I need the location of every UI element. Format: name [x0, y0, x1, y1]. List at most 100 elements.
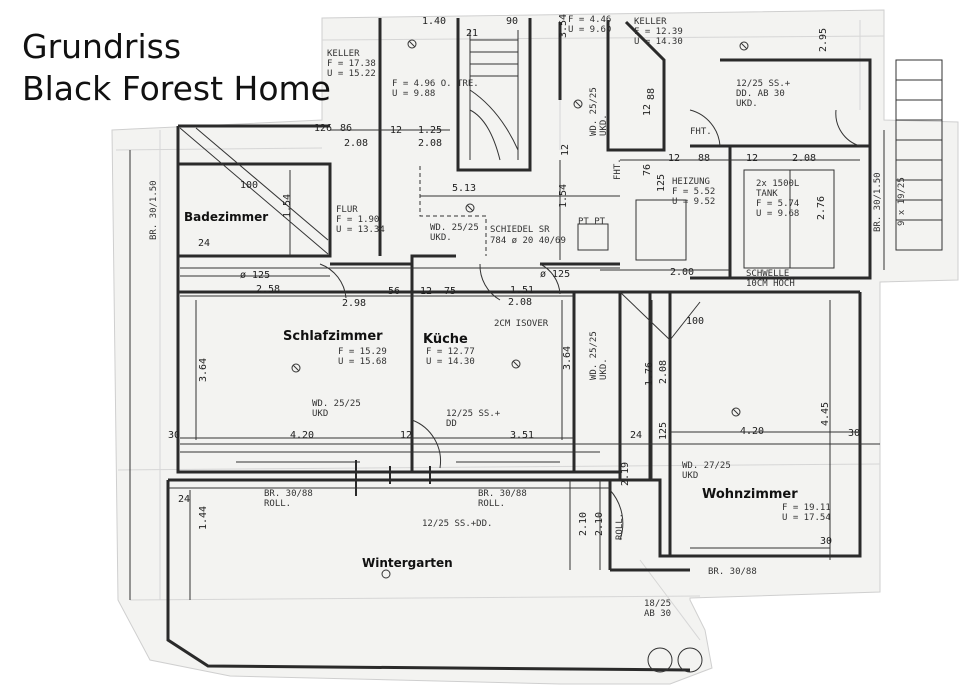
note-line: 12/25 SS.+ [446, 409, 501, 419]
dim-label: 2.08 [792, 153, 817, 164]
dim-label: 100 [686, 316, 705, 327]
note-heizung: HEIZUNG F = 5.52 U = 9.52 [672, 177, 716, 208]
note-line: UKD [682, 470, 699, 481]
dim-label: 2.10 [578, 511, 589, 536]
note-br-roll-1: BR. 30/88 ROLL. [264, 489, 313, 510]
dim-label: 24 [178, 494, 191, 505]
note-schiedel: SCHIEDEL SR [490, 225, 550, 235]
note-tank: 2x 1500L TANK F = 5.74 U = 9.68 [756, 179, 800, 220]
note-stair-vertical: 9 x 19/25 [897, 177, 907, 226]
dim-label: 126 [314, 123, 333, 134]
dim-label: 4.20 [740, 426, 765, 437]
note-line: KELLER [634, 17, 667, 27]
dim-label: 2.00 [670, 267, 695, 278]
title-line-2: Black Forest Home [22, 69, 331, 108]
note-ab30: 18/25 AB 30 [644, 599, 672, 620]
note-line: UKD. [598, 114, 609, 136]
note-line: BR. 30/88 [478, 489, 527, 499]
note-line: F = 12.77 [426, 347, 475, 357]
note-schiedel-dims: 784 ø 20 40/69 [490, 236, 566, 246]
title-line-1: Grundriss [22, 27, 182, 66]
dim-label: 100 [240, 180, 259, 191]
note-line: F = 17.38 [327, 58, 376, 69]
note-fht-2: FHT. [613, 158, 623, 180]
dim-label: ø 125 [540, 269, 571, 280]
note-keller-right: KELLER F = 12.39 U = 14.30 [634, 17, 683, 48]
paper-sheets [111, 9, 959, 685]
dim-label: 5.13 [452, 183, 477, 194]
note-line: U = 13.34 [336, 224, 385, 235]
note-line: ROLL. [264, 498, 292, 509]
note-br-roll-2: BR. 30/88 ROLL. [478, 489, 527, 510]
dim-label: 12 [560, 143, 571, 156]
dim-label: 1.51 [510, 285, 535, 296]
dim-label: 2.58 [256, 284, 281, 295]
dim-label: 1.76 [644, 361, 655, 386]
dim-label: 4.45 [820, 401, 831, 426]
dim-label: 1.44 [198, 505, 209, 530]
dim-label: ø 125 [240, 270, 271, 281]
note-line: U = 15.68 [338, 356, 387, 367]
dim-label: 24 [630, 430, 643, 441]
note-line: U = 14.30 [426, 356, 475, 367]
room-label-schlafzimmer: Schlafzimmer [283, 329, 383, 344]
note-keller-left: KELLER F = 17.38 U = 15.22 [327, 49, 376, 80]
dim-label: 12 [642, 103, 653, 116]
note-line: U = 9.88 [392, 88, 436, 99]
faint-lines [115, 20, 885, 641]
dim-label: 21 [466, 28, 479, 39]
note-fht-1: FHT. [690, 127, 712, 137]
note-wd-vertical-1: WD. 25/25 UKD. [589, 87, 610, 136]
note-line: U = 17.54 [782, 512, 831, 523]
dim-label: 2.76 [816, 195, 827, 220]
note-wd-mid: WD. 25/25 UKD. [430, 223, 479, 244]
note-line: FLUR [336, 205, 358, 215]
room-label-badezimmer: Badezimmer [184, 210, 269, 224]
note-br-vertical-left: BR. 30/1.50 [149, 180, 159, 240]
note-line: AB 30 [644, 608, 672, 619]
note-line: UKD. [598, 358, 609, 380]
dim-label: 2.08 [344, 138, 369, 149]
note-line: F = 4.46 [568, 15, 612, 25]
note-line: WD. 27/25 [682, 461, 731, 471]
note-tre: F = 4.96 O. TRE. U = 9.88 [392, 79, 479, 100]
dim-label: 1.54 [558, 183, 569, 208]
note-ss-dd-bottom: 12/25 SS.+DD. [422, 519, 493, 529]
note-pt: PT PT [578, 217, 606, 227]
note-line: WD. 25/25 [430, 223, 479, 233]
room-label-wintergarten: Wintergarten [362, 556, 453, 570]
dim-label: 24 [198, 238, 211, 249]
note-line: TANK [756, 188, 778, 199]
note-line: F = 19.11 [782, 503, 831, 513]
note-line: F = 5.74 [756, 198, 800, 209]
dim-label: 76 [642, 163, 653, 176]
dim-label: 12 [746, 153, 759, 164]
note-line: HEIZUNG [672, 177, 710, 187]
note-line: SCHWELLE [746, 269, 790, 279]
dim-label: 30 [820, 536, 833, 547]
note-line: 10CM HOCH [746, 278, 795, 289]
dim-label: 4.20 [290, 430, 315, 441]
dim-label: 12 [420, 286, 433, 297]
dim-label: 2.08 [658, 359, 669, 384]
note-br-right: BR. 30/88 [708, 567, 757, 577]
dim-label: 2.95 [818, 27, 829, 52]
note-wd-vertical-2: WD. 25/25 UKD. [589, 331, 610, 380]
note-line: 2x 1500L [756, 179, 800, 189]
dim-label: 86 [340, 123, 353, 134]
dim-label: 1.25 [418, 125, 443, 136]
dim-label: 30 [848, 428, 861, 439]
dim-label: 125 [658, 421, 669, 440]
note-br-vertical-right: BR. 30/1.50 [873, 172, 883, 232]
note-wd-schlaf: WD. 25/25 UKD [312, 399, 361, 420]
note-iso: 2CM ISOVER [494, 319, 549, 329]
dim-label: 3.64 [562, 345, 573, 370]
note-schwelle: SCHWELLE 10CM HOCH [746, 269, 795, 290]
dim-label: 12 [668, 153, 681, 164]
note-line: U = 9.52 [672, 196, 716, 207]
note-line: U = 9.60 [568, 24, 612, 35]
note-wd-wohn: WD. 27/25 UKD [682, 461, 731, 482]
dim-label: 2.08 [508, 297, 533, 308]
note-stair-top: F = 4.46 U = 9.60 [568, 15, 612, 36]
